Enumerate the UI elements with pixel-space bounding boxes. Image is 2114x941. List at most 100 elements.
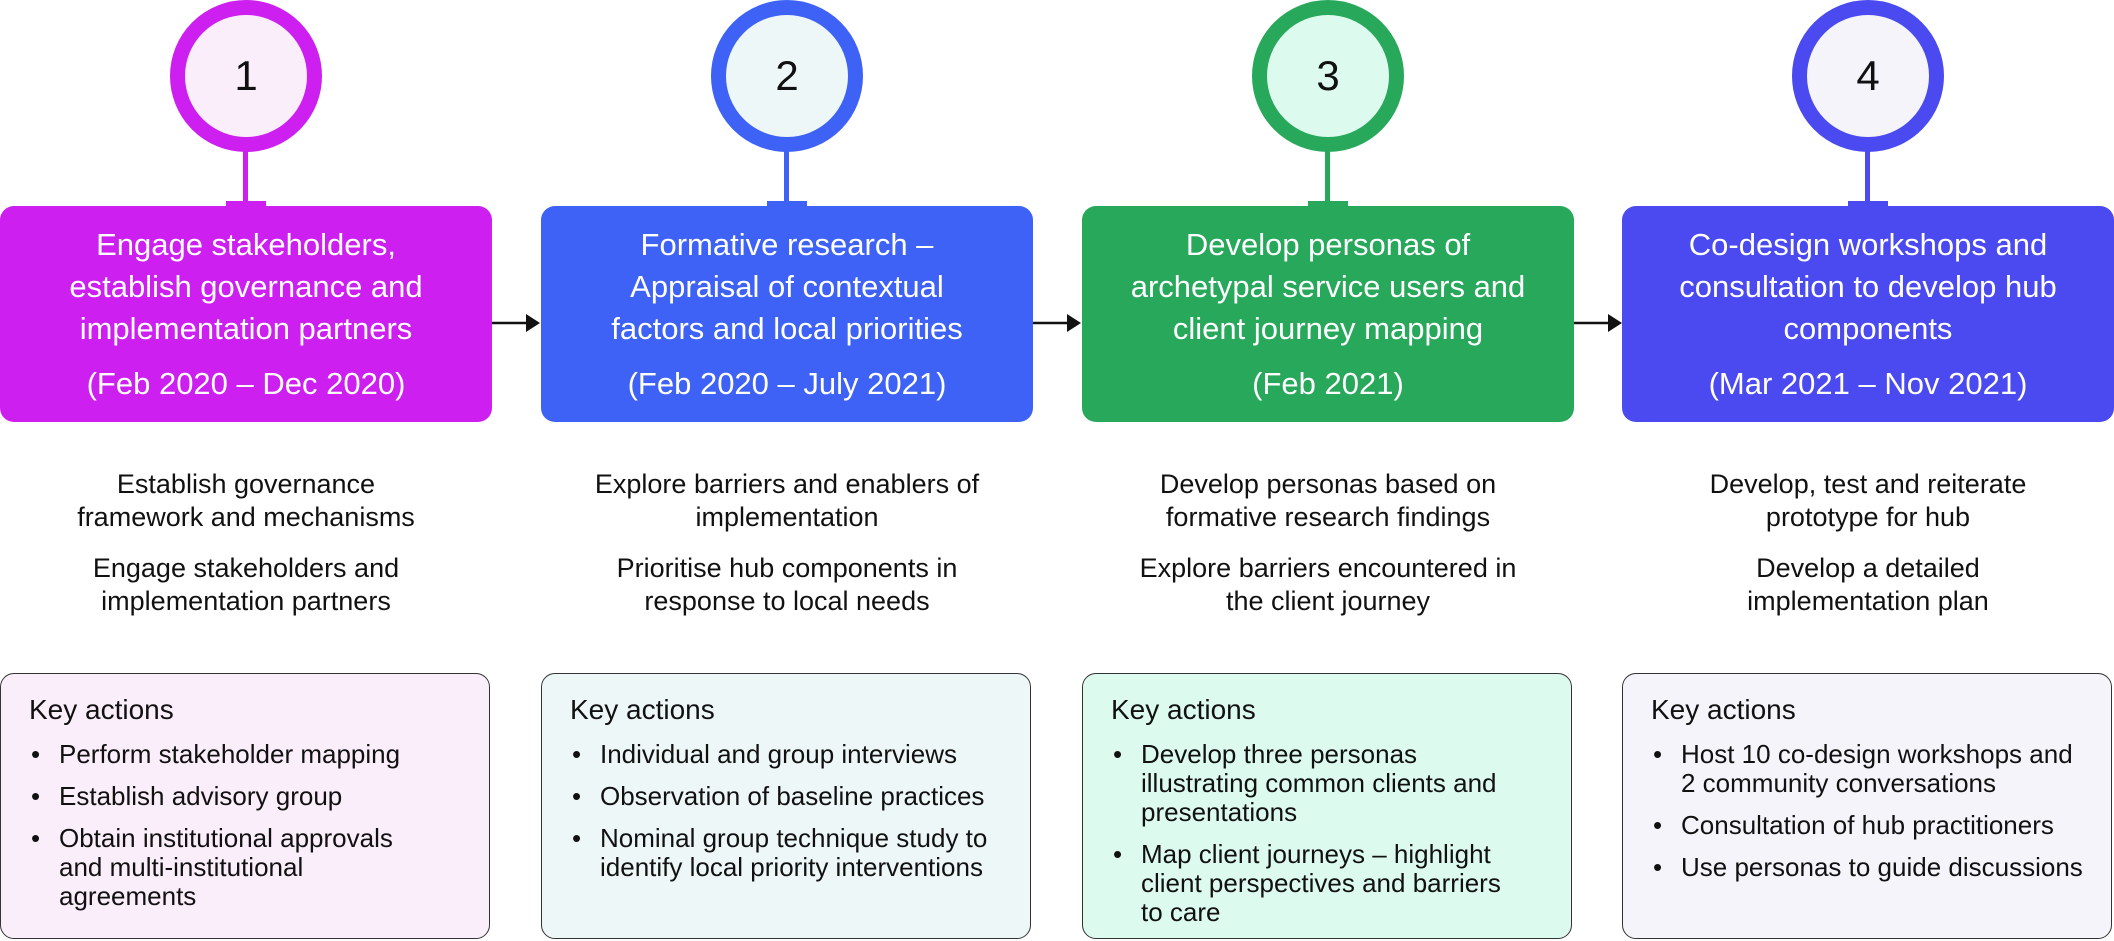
phase-description: Explore barriers and enablers of impleme… [561, 468, 1013, 534]
description-line: implementation [695, 502, 879, 532]
connector-stem [1325, 146, 1330, 206]
key-action-line: Consultation of hub practitioners [1681, 810, 2054, 840]
description-line: Develop, test and reiterate [1709, 469, 2027, 499]
key-actions-box: Key actions Develop three personas illus… [1082, 673, 1572, 939]
phase-description: Develop personas based on formative rese… [1102, 468, 1554, 534]
key-action-item: Map client journeys – highlight client p… [1111, 840, 1557, 927]
key-action-line: Perform stakeholder mapping [59, 739, 401, 769]
key-action-line: agreements [59, 881, 197, 911]
phase-column-2: 2 Formative research – Appraisal of cont… [541, 0, 1033, 941]
step-circle-2: 2 [711, 0, 863, 152]
key-action-line: Establish advisory group [59, 781, 343, 811]
description-line: Develop personas based on [1159, 469, 1497, 499]
key-action-line: Nominal group technique study to [600, 823, 988, 853]
description-line: Prioritise hub components in [616, 553, 958, 583]
description-line: Explore barriers encountered in [1139, 553, 1517, 583]
connector-stem [243, 146, 248, 206]
arrow-right-icon [1033, 314, 1081, 332]
connector-stem [784, 146, 789, 206]
key-actions-list: Perform stakeholder mapping Establish ad… [29, 740, 475, 924]
phase-description: Develop, test and reiterate prototype fo… [1642, 468, 2094, 534]
step-number: 1 [234, 52, 258, 99]
connector-tab [1848, 201, 1888, 207]
key-action-line: to care [1141, 897, 1221, 927]
phase-title-line: Formative research – [640, 227, 934, 262]
key-actions-list: Individual and group interviews Observat… [570, 740, 1016, 895]
phase-title-line: factors and local priorities [611, 311, 963, 346]
phase-title-line: components [1783, 311, 1953, 346]
phase-box: Engage stakeholders, establish governanc… [0, 206, 492, 422]
key-actions-title: Key actions [570, 694, 715, 725]
key-actions-box: Key actions Individual and group intervi… [541, 673, 1031, 939]
phase-description: Explore barriers encountered in the clie… [1102, 552, 1554, 618]
phase-column-4: 4 Co-design workshops and consultation t… [1622, 0, 2114, 941]
key-actions-box: Key actions Host 10 co-design workshops … [1622, 673, 2112, 939]
key-action-item: Develop three personas illustrating comm… [1111, 740, 1557, 827]
phase-title-line: consultation to develop hub [1679, 269, 2057, 304]
connector-tab [1308, 201, 1348, 207]
phase-dates: (Feb 2021) [1252, 366, 1404, 401]
key-action-item: Consultation of hub practitioners [1651, 810, 2097, 841]
key-action-line: identify local priority interventions [600, 852, 983, 882]
key-action-line: 2 community conversations [1681, 768, 1997, 798]
phase-box: Develop personas of archetypal service u… [1082, 206, 1574, 422]
phase-title-line: Co-design workshops and [1688, 227, 2048, 262]
step-number: 3 [1316, 52, 1340, 99]
key-action-item: Obtain institutional approvals and multi… [29, 824, 475, 911]
key-action-item: Individual and group interviews [570, 739, 1016, 770]
key-actions-title: Key actions [1651, 694, 1796, 725]
phase-title-line: implementation partners [79, 311, 413, 346]
phase-title-line: Appraisal of contextual [630, 269, 944, 304]
step-circle-3: 3 [1252, 0, 1404, 152]
key-action-line: Map client journeys – highlight [1141, 839, 1491, 869]
key-actions-list: Host 10 co-design workshops and 2 commun… [1651, 740, 2097, 895]
step-circle-4: 4 [1792, 0, 1944, 152]
phase-title-line: establish governance and [69, 269, 423, 304]
description-line: Develop a detailed [1756, 553, 1980, 583]
connector-tab [767, 201, 807, 207]
phase-box: Formative research – Appraisal of contex… [541, 206, 1033, 422]
connector-tab [226, 201, 266, 207]
phase-description: Develop a detailed implementation plan [1642, 552, 2094, 618]
arrow-right-icon [1574, 314, 1622, 332]
key-action-item: Perform stakeholder mapping [29, 739, 475, 770]
key-action-line: Observation of baseline practices [600, 781, 985, 811]
key-action-line: Host 10 co-design workshops and [1681, 739, 2073, 769]
key-action-line: and multi-institutional [59, 852, 304, 882]
description-line: the client journey [1225, 586, 1431, 616]
phase-column-3: 3 Develop personas of archetypal service… [1082, 0, 1574, 941]
phase-title-line: archetypal service users and [1130, 269, 1526, 304]
key-action-line: Develop three personas [1141, 739, 1418, 769]
phase-description: Prioritise hub components in response to… [561, 552, 1013, 618]
description-line: framework and mechanisms [77, 502, 415, 532]
key-action-line: Obtain institutional approvals [59, 823, 393, 853]
phase-title-line: client journey mapping [1172, 311, 1484, 346]
key-action-item: Nominal group technique study to identif… [570, 824, 1016, 882]
phase-dates: (Mar 2021 – Nov 2021) [1708, 366, 2028, 401]
key-actions-title: Key actions [29, 694, 174, 725]
phase-title: Co-design workshops and consultation to … [1640, 224, 2096, 350]
key-actions-box: Key actions Perform stakeholder mapping … [0, 673, 490, 939]
key-action-item: Use personas to guide discussions [1651, 852, 2097, 883]
phase-box: Co-design workshops and consultation to … [1622, 206, 2114, 422]
description-line: implementation partners [101, 586, 391, 616]
step-circle-1: 1 [170, 0, 322, 152]
key-action-item: Observation of baseline practices [570, 781, 1016, 812]
key-actions-title: Key actions [1111, 694, 1256, 725]
key-action-item: Host 10 co-design workshops and 2 commun… [1651, 740, 2097, 798]
key-action-line: Use personas to guide discussions [1681, 852, 2083, 882]
key-action-line: Individual and group interviews [600, 739, 957, 769]
description-line: prototype for hub [1765, 502, 1971, 532]
phase-description: Engage stakeholders and implementation p… [20, 552, 472, 618]
phase-title: Engage stakeholders, establish governanc… [18, 224, 474, 350]
phase-title-line: Engage stakeholders, [96, 227, 396, 262]
phase-title: Develop personas of archetypal service u… [1100, 224, 1556, 350]
description-line: Explore barriers and enablers of [594, 469, 980, 499]
key-action-line: presentations [1141, 797, 1298, 827]
description-line: Establish governance [116, 469, 376, 499]
description-line: formative research findings [1165, 502, 1491, 532]
phase-title-line: Develop personas of [1185, 227, 1471, 262]
key-action-line: client perspectives and barriers [1141, 868, 1501, 898]
step-number: 4 [1856, 52, 1880, 99]
